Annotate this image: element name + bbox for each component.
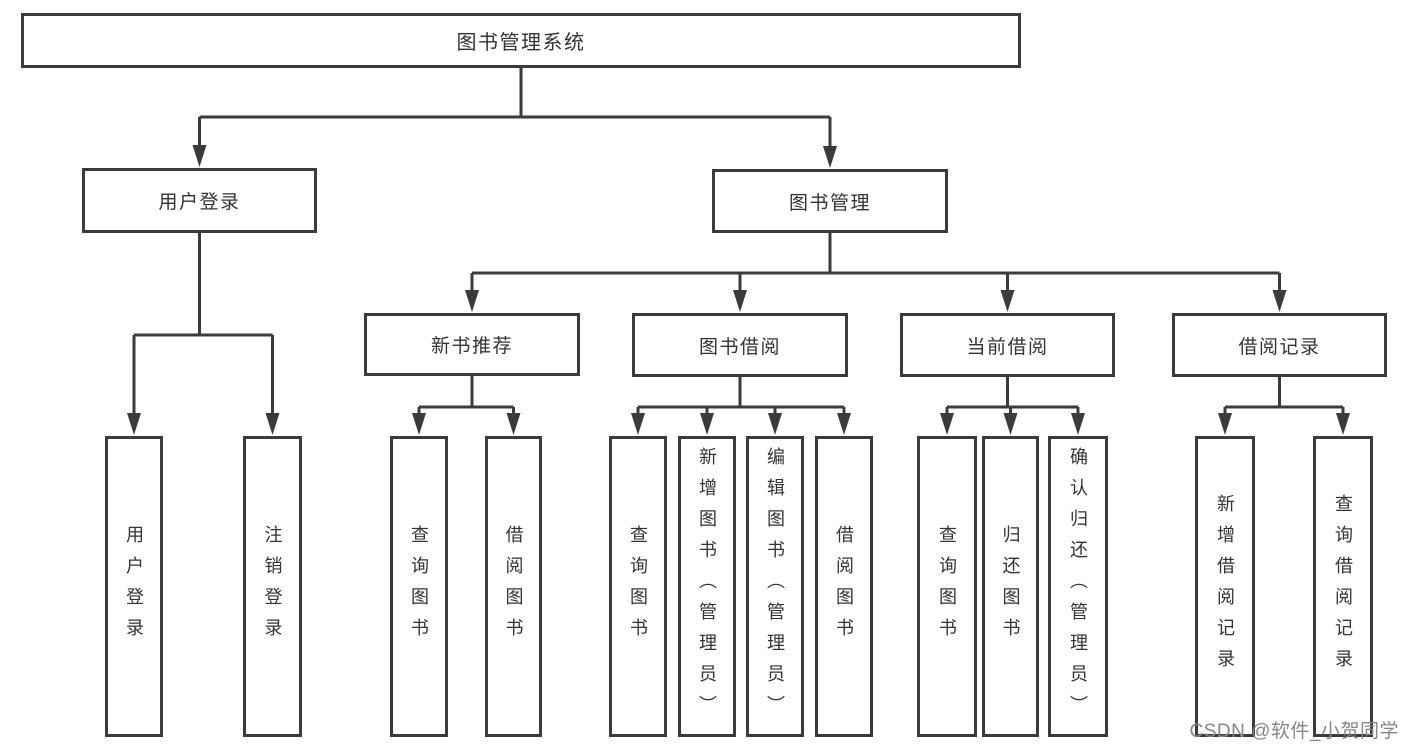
leaf-user-login: 用户登录 [105,436,163,737]
arrow-down-icon [631,413,645,435]
leaf-confirm-return-admin: 确认归还（管理员） [1048,436,1108,737]
leaf-add-borrow-record: 新增借阅记录 [1195,436,1255,737]
leaf-label: 编辑图书（管理员） [765,447,785,726]
arrow-down-icon [465,290,479,312]
leaf-return-books: 归还图书 [982,436,1039,737]
leaf-edit-books-admin: 编辑图书（管理员） [746,436,804,737]
leaf-borrow-books-borrowing: 借阅图书 [815,436,873,737]
arrow-down-icon [768,413,782,435]
tree-edges [132,68,1345,414]
leaf-label: 查询图书 [409,524,429,649]
arrow-down-icon [127,413,141,435]
leaf-query-books-current: 查询图书 [917,436,977,737]
arrow-down-icon [506,413,521,435]
leaf-label: 用户登录 [124,524,144,649]
node-current-borrowing: 当前借阅 [900,313,1115,377]
arrow-down-icon [192,145,207,167]
leaf-label: 查询图书 [628,524,648,649]
arrow-down-icon [1336,413,1350,435]
node-label: 新书推荐 [430,336,513,357]
node-new-book-recommend: 新书推荐 [364,313,580,376]
node-label: 图书管理 [788,192,871,214]
leaf-query-books-recommend: 查询图书 [390,436,448,737]
arrow-down-icon [940,413,954,435]
leaf-label: 归还图书 [1000,524,1021,649]
arrow-down-icon [1272,290,1287,312]
arrow-down-icon [1071,413,1085,435]
node-book-management: 图书管理 [712,169,948,233]
arrow-down-icon [823,146,837,168]
leaf-label: 借阅图书 [503,524,524,649]
leaf-query-books-borrowing: 查询图书 [609,436,667,737]
node-book-borrowing: 图书借阅 [632,313,848,377]
arrow-down-icon [733,290,747,312]
node-user-login: 用户登录 [82,168,317,233]
arrow-down-icon [1000,290,1015,312]
node-label: 用户登录 [158,192,241,213]
node-label: 借阅记录 [1238,336,1321,358]
node-borrowing-records: 借阅记录 [1172,313,1387,377]
csdn-watermark: CSDN @软件_小贺同学 [1189,721,1399,742]
leaf-label: 新增借阅记录 [1215,493,1235,680]
arrow-down-icon [1218,413,1232,435]
arrow-down-icon [265,413,280,435]
leaf-label: 确认归还（管理员） [1068,447,1088,726]
leaf-logout: 注销登录 [243,436,302,737]
node-library-management-system: 图书管理系统 [21,13,1021,68]
arrow-down-icon [412,413,426,435]
leaf-label: 查询借阅记录 [1333,493,1353,680]
arrow-down-icon [1003,413,1018,435]
node-label: 当前借阅 [966,336,1049,358]
leaf-borrow-books-recommend: 借阅图书 [485,436,542,737]
node-label: 图书借阅 [698,336,781,358]
arrow-down-icon [837,413,851,435]
arrow-down-icons [127,145,1350,435]
node-label: 图书管理系统 [456,32,586,54]
leaf-label: 查询图书 [937,524,957,649]
leaf-add-books-admin: 新增图书（管理员） [678,436,736,737]
leaf-label: 新增图书（管理员） [697,447,717,726]
leaf-query-borrow-record: 查询借阅记录 [1313,436,1373,737]
leaf-label: 注销登录 [262,524,283,649]
arrow-down-icon [700,413,714,435]
leaf-label: 借阅图书 [834,524,854,649]
